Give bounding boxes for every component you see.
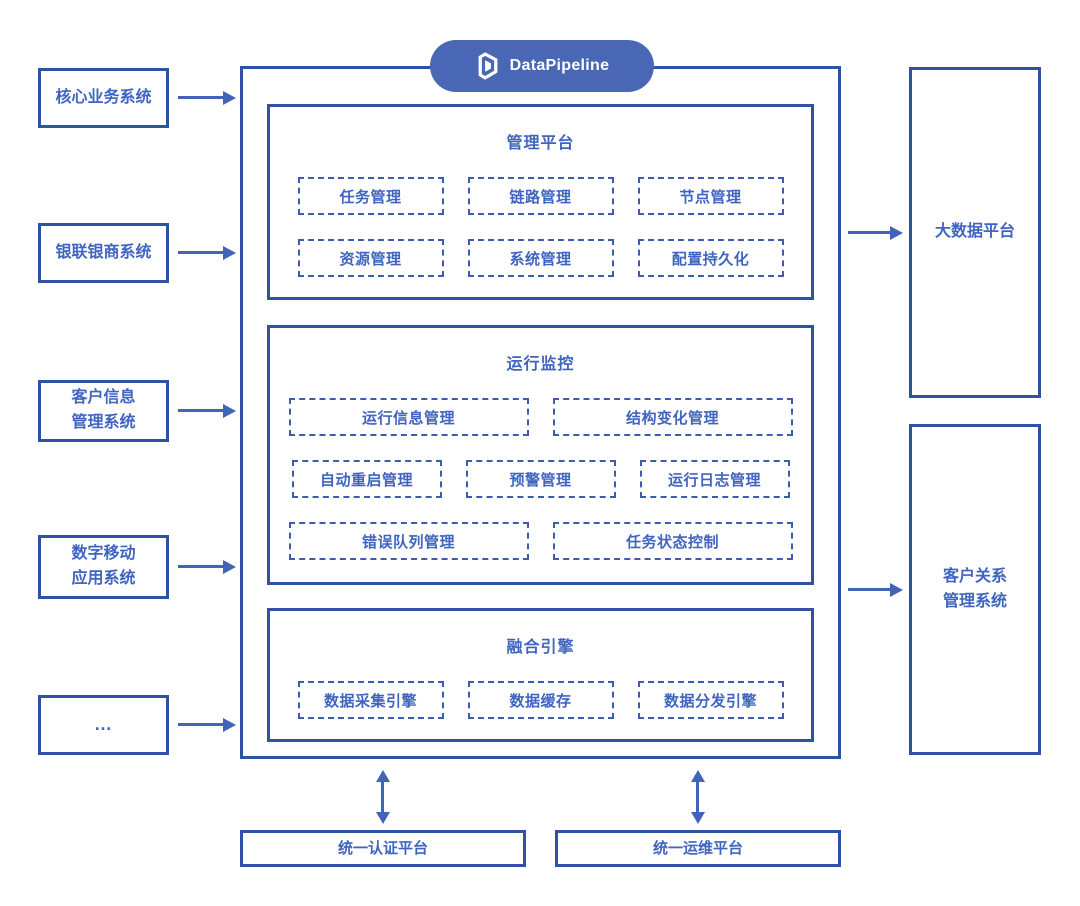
brand-name: DataPipeline [509, 57, 610, 74]
module-alert-management: 预警管理 [465, 460, 616, 498]
module-link-management: 链路管理 [467, 177, 614, 215]
module-data-cache: 数据缓存 [467, 681, 614, 719]
source-box-unionpay-merchant: 银联银商系统 [38, 223, 169, 283]
bottom-box-unified-ops-platform: 统一运维平台 [555, 830, 841, 867]
module-structure-change-management: 结构变化管理 [552, 398, 793, 436]
arrow-source1-to-platform [178, 96, 223, 99]
datapipeline-logo-pill: DataPipeline [430, 40, 654, 92]
source-box-core-business: 核心业务系统 [38, 68, 169, 128]
module-data-collection-engine: 数据采集引擎 [297, 681, 444, 719]
arrow-source2-to-platform [178, 251, 223, 254]
bottom-box-unified-auth-platform: 统一认证平台 [240, 830, 526, 867]
arrow-source5-to-platform [178, 723, 223, 726]
target-box-bigdata-platform: 大数据平台 [909, 67, 1041, 398]
source-box-customer-info: 客户信息 管理系统 [38, 380, 169, 442]
double-arrow-ops-platform [696, 781, 699, 813]
section-title: 运行监控 [506, 356, 575, 373]
module-running-info-management: 运行信息管理 [288, 398, 529, 436]
arrow-source4-to-platform [178, 565, 223, 568]
source-box-digital-mobile: 数字移动 应用系统 [38, 535, 169, 599]
section-fusion-engine: 融合引擎 数据采集引擎 数据缓存 数据分发引擎 [267, 608, 814, 742]
module-data-distribution-engine: 数据分发引擎 [637, 681, 784, 719]
source-box-ellipsis: … [38, 695, 169, 755]
module-config-persistence: 配置持久化 [637, 239, 784, 277]
section-title: 融合引擎 [506, 639, 575, 656]
arrow-platform-to-bigdata [848, 231, 890, 234]
arrow-platform-to-crm [848, 588, 890, 591]
section-title: 管理平台 [506, 135, 575, 152]
module-node-management: 节点管理 [637, 177, 784, 215]
arrow-source3-to-platform [178, 409, 223, 412]
section-management-platform: 管理平台 任务管理 链路管理 节点管理 资源管理 系统管理 配置持久化 [267, 104, 814, 300]
module-task-status-control: 任务状态控制 [552, 522, 793, 560]
datapipeline-cube-icon [478, 52, 498, 80]
target-box-crm-system: 客户关系 管理系统 [909, 424, 1041, 755]
module-system-management: 系统管理 [467, 239, 614, 277]
module-resource-management: 资源管理 [297, 239, 444, 277]
section-operation-monitoring: 运行监控 运行信息管理 结构变化管理 自动重启管理 预警管理 运行日志管理 错误… [267, 325, 814, 585]
module-task-management: 任务管理 [297, 177, 444, 215]
module-error-queue-management: 错误队列管理 [288, 522, 529, 560]
module-auto-restart-management: 自动重启管理 [291, 460, 442, 498]
double-arrow-auth-platform [381, 781, 384, 813]
module-running-log-management: 运行日志管理 [639, 460, 790, 498]
